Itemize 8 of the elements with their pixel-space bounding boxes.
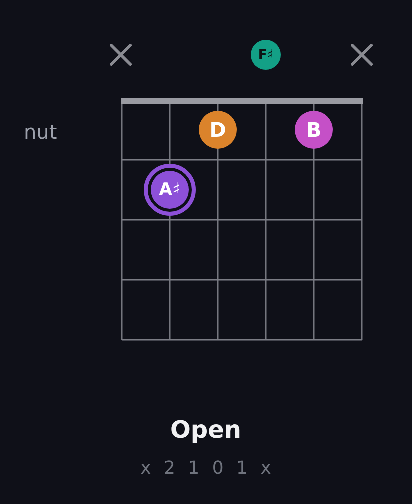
note-name: B — [306, 120, 322, 140]
note-name: D — [210, 120, 226, 140]
chord-title: Open — [170, 415, 242, 446]
fret-position-label: nut — [24, 119, 58, 146]
root-note-ring — [144, 164, 196, 216]
fingering-label: x 2 1 0 1 x — [140, 457, 272, 481]
note-name: F♯ — [258, 48, 274, 62]
note-name: A♯ — [159, 182, 181, 198]
